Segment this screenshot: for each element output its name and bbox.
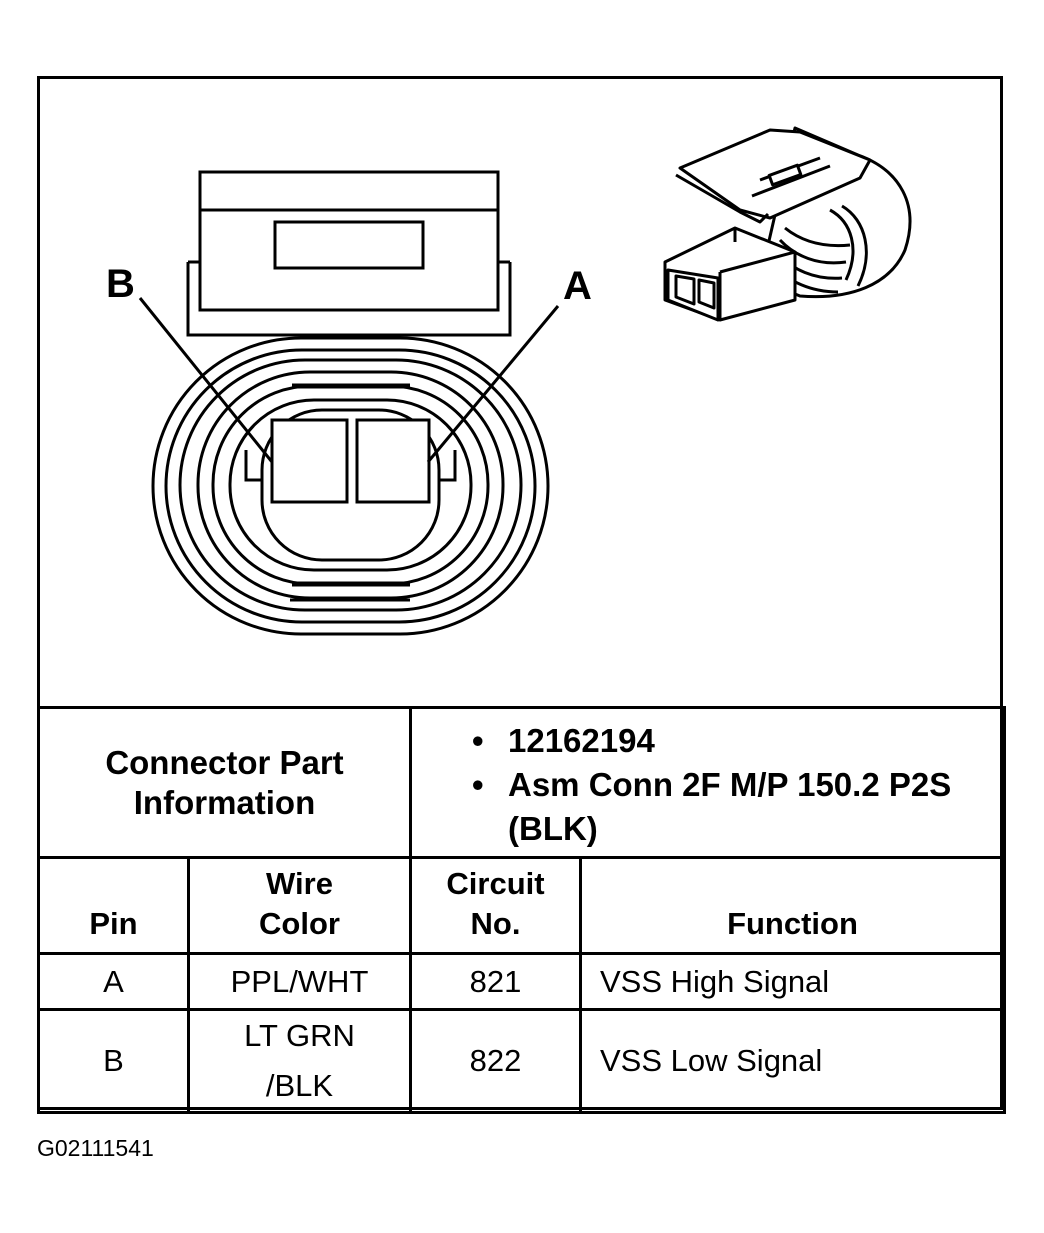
connector-isometric-view [663,126,912,322]
connector-info-row: Connector Part Information 12162194 Asm … [37,706,1006,859]
connector-info-label-line2: Information [133,783,316,821]
pin-label-b: B [106,262,135,306]
connector-pinout-table: Connector Part Information 12162194 Asm … [37,706,1006,1114]
connector-drawing [138,126,912,636]
table-header-row: Pin Wire Color Circuit No. Function [37,856,1006,955]
table-row: A PPL/WHT 821 VSS High Signal [37,952,1006,1011]
cell-circuit: 822 [409,1008,582,1114]
cell-wire-color: LT GRN /BLK [187,1008,412,1114]
cell-circuit: 821 [409,952,582,1011]
connector-info-list: 12162194 Asm Conn 2F M/P 150.2 P2S (BLK) [409,706,1006,859]
header-circuit-no: Circuit No. [409,856,582,955]
assembly-description: Asm Conn 2F M/P 150.2 P2S (BLK) [472,763,1003,851]
header-function: Function [579,856,1006,955]
cell-wire-color: PPL/WHT [187,952,412,1011]
figure-code: G02111541 [37,1135,154,1161]
part-number: 12162194 [472,719,1003,763]
pin-label-a: A [563,264,592,308]
cell-pin: A [37,952,190,1011]
cell-function: VSS Low Signal [579,1008,1006,1114]
cell-function: VSS High Signal [579,952,1006,1011]
connector-face-view [138,170,560,636]
connector-info-label-line1: Connector Part [105,743,344,781]
header-wire-color: Wire Color [187,856,412,955]
cell-pin: B [37,1008,190,1114]
connector-info-label: Connector Part Information [37,706,412,859]
table-row: B LT GRN /BLK 822 VSS Low Signal [37,1008,1006,1114]
header-pin: Pin [37,856,190,955]
